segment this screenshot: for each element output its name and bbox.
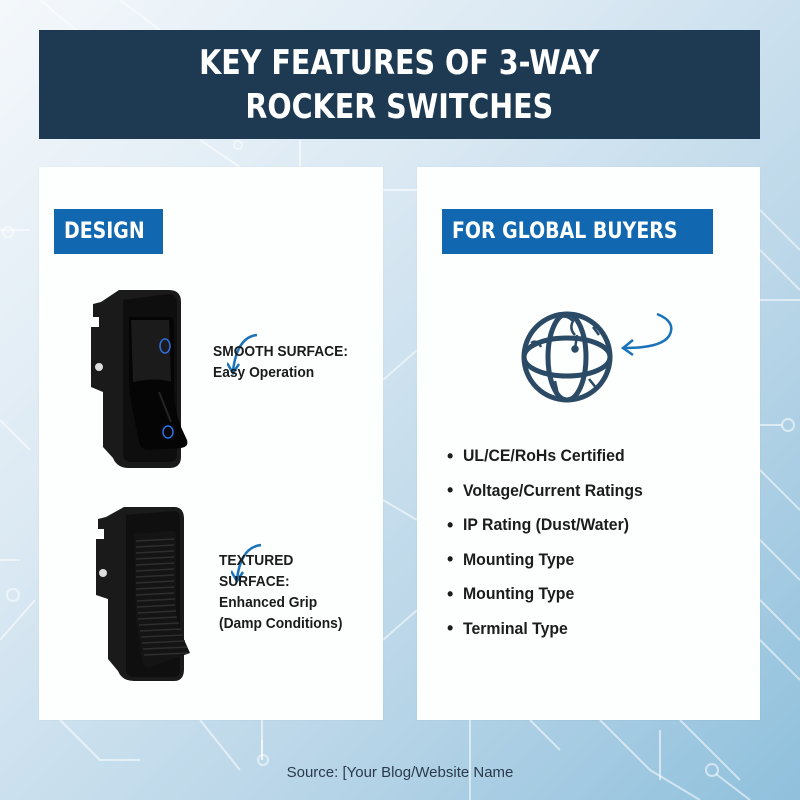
feature-item: •Mounting Type — [447, 549, 575, 570]
globe-icon — [521, 311, 613, 403]
smooth-rocker-switch-image — [91, 290, 188, 468]
feature-item: •Mounting Type — [447, 583, 575, 604]
textured-rocker-switch-image — [96, 507, 190, 681]
title-line-2: ROCKER SWITCHES — [245, 86, 554, 127]
global-buyers-tag: FOR GLOBAL BUYERS — [442, 209, 713, 254]
features-list: •UL/CE/RoHs Certified •Voltage/Current R… — [447, 439, 656, 646]
global-buyers-panel: FOR GLOBAL BUYERS •UL/CE/RoHs Certified … — [417, 167, 760, 720]
textured-surface-callout: TEXTURED SURFACE: Enhanced Grip (Damp Co… — [219, 552, 343, 632]
curved-arrow-icon — [227, 333, 258, 376]
curved-arrow-icon — [231, 543, 262, 584]
smooth-surface-callout: SMOOTH SURFACE: Easy Operation — [213, 343, 348, 381]
feature-item: •UL/CE/RoHs Certified — [447, 445, 625, 466]
feature-item: •Terminal Type — [447, 618, 568, 639]
feature-item: •IP Rating (Dust/Water) — [447, 514, 630, 535]
design-tag: DESIGN — [54, 209, 163, 254]
design-panel: DESIGN SMOOTH SURFACE: Easy Operation — [39, 167, 383, 720]
title-line-1: KEY FEATURES OF 3-WAY — [199, 42, 600, 83]
source-caption: Source: [Your Blog/Website Name — [286, 764, 514, 781]
feature-item: •Voltage/Current Ratings — [447, 480, 643, 501]
page-title: KEY FEATURES OF 3-WAY ROCKER SWITCHES — [39, 30, 760, 139]
title-banner — [39, 30, 760, 139]
curved-arrow-icon — [620, 312, 673, 357]
